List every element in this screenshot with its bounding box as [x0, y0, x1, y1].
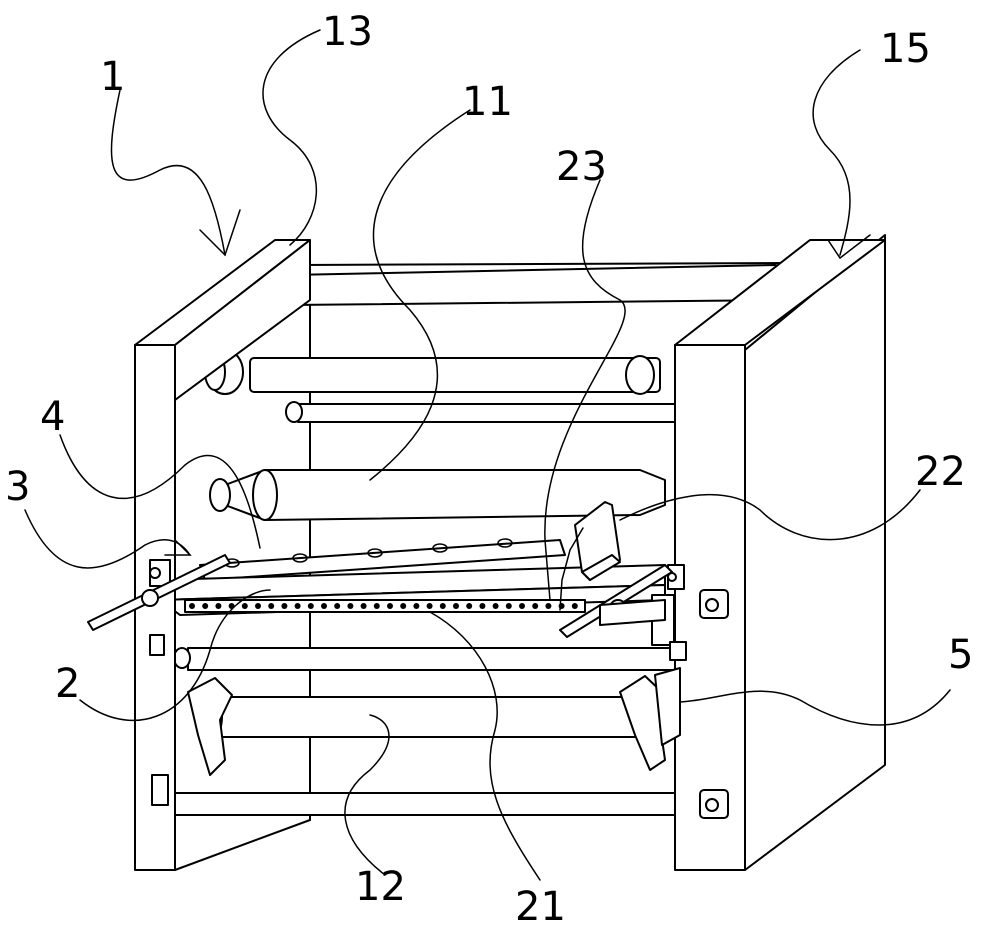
roller-11	[209, 469, 666, 521]
blade	[532, 603, 539, 609]
blade	[387, 603, 393, 609]
blade	[241, 603, 248, 609]
blade	[255, 603, 261, 609]
leader-3	[24, 509, 191, 569]
label-15: 15	[880, 26, 931, 72]
blade	[334, 603, 341, 609]
blade	[321, 603, 327, 609]
left-side-plate	[134, 239, 311, 871]
label-1: 1	[100, 54, 125, 100]
blade	[545, 603, 552, 609]
knob-upper	[699, 589, 729, 619]
blade	[426, 603, 433, 609]
right-side-plate	[674, 234, 886, 871]
blade	[268, 603, 275, 609]
label-5: 5	[948, 632, 973, 678]
arrow-15	[827, 234, 871, 260]
leader-22	[619, 489, 921, 541]
blade	[413, 603, 420, 609]
bottom-shaft	[147, 788, 677, 818]
blade	[360, 603, 367, 609]
left-lever	[87, 554, 231, 631]
leader-12	[344, 714, 390, 876]
upper-shaft	[285, 401, 677, 423]
blade	[505, 603, 512, 609]
blade	[202, 603, 209, 609]
blade	[307, 603, 314, 609]
leader-4	[59, 434, 261, 549]
lower-shaft	[173, 647, 677, 671]
blade	[492, 603, 499, 609]
blade	[439, 603, 446, 609]
leader-1	[110, 89, 226, 256]
top-cross-beam	[289, 262, 791, 306]
cutter-holder	[559, 501, 621, 611]
bracket-5	[654, 667, 681, 746]
leader-15	[812, 49, 861, 256]
knob-lower	[699, 789, 729, 819]
blade	[294, 603, 301, 609]
label-4: 4	[40, 394, 65, 440]
leader-lines	[24, 29, 951, 881]
blade	[215, 603, 222, 609]
blade	[373, 603, 380, 609]
label-23: 23	[556, 144, 607, 190]
leader-23	[544, 179, 626, 601]
roller-brackets	[187, 675, 666, 776]
blade	[189, 603, 195, 609]
blade-row	[184, 599, 586, 613]
blade	[466, 603, 473, 609]
arrow-3	[164, 539, 192, 556]
leader-2	[79, 589, 271, 722]
upper-roller	[204, 349, 661, 395]
label-13: 13	[322, 9, 373, 55]
leader-11	[369, 109, 471, 481]
label-22: 22	[915, 449, 966, 495]
label-3: 3	[5, 464, 30, 510]
left-mount	[149, 559, 171, 806]
label-2: 2	[55, 661, 80, 707]
roller-12	[201, 696, 641, 738]
leader-13	[262, 29, 321, 246]
blade	[519, 603, 525, 609]
label-21: 21	[515, 884, 566, 930]
blade	[453, 603, 459, 609]
label-11: 11	[462, 79, 513, 125]
label-12: 12	[355, 864, 406, 910]
blade	[400, 603, 407, 609]
arrow-1	[199, 209, 241, 257]
blade	[571, 603, 578, 609]
leader-5	[679, 689, 951, 726]
blade	[479, 603, 486, 609]
blade	[347, 603, 354, 609]
right-lever	[559, 564, 673, 638]
leader-21	[429, 611, 541, 881]
blade	[281, 603, 288, 609]
